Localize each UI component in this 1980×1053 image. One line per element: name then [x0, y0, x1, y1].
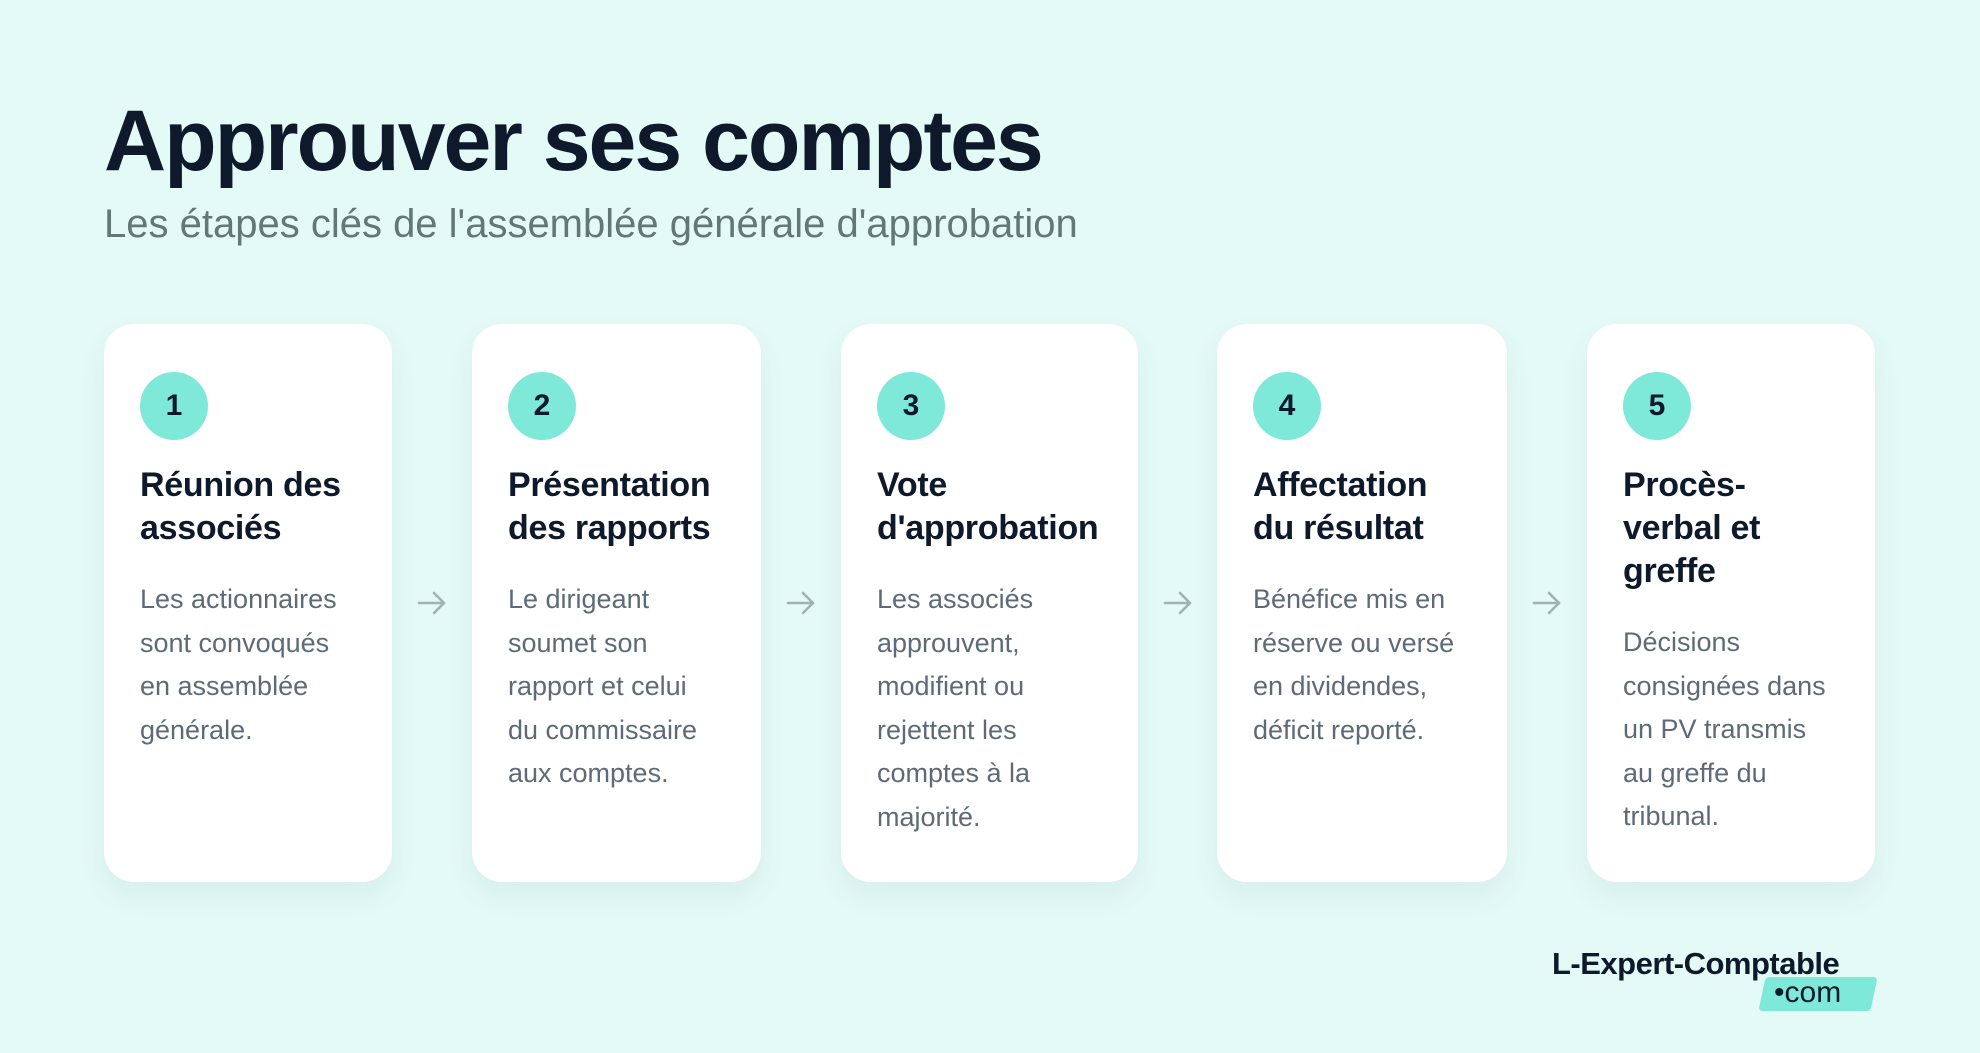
brand-logo: L-Expert-Comptable •com: [1552, 946, 1882, 1011]
arrow-right-icon: [392, 324, 472, 882]
step-description: Bénéfice mis en réserve ou versé en divi…: [1253, 578, 1473, 752]
step-card-4: 4 Affectation du résultat Bénéfice mis e…: [1217, 324, 1507, 882]
step-text-line: Bénéfice mis en: [1253, 584, 1446, 614]
step-text-line: tribunal.: [1623, 801, 1720, 831]
step-title: Présentation des rapports: [508, 464, 727, 550]
step-description: Les associés approuvent, modifient ou re…: [877, 578, 1104, 839]
step-title: Affectation du résultat: [1253, 464, 1473, 550]
step-description: Les actionnaires sont convoqués en assem…: [140, 578, 358, 752]
step-title: Réunion des associés: [140, 464, 358, 550]
step-text-line: approuvent,: [877, 627, 1020, 658]
page-title: Approuver ses comptes: [104, 93, 1044, 189]
logo-suffix: •com: [1774, 976, 1842, 1009]
step-number-badge: 2: [508, 372, 576, 440]
step-text-line: rejettent les: [877, 714, 1017, 745]
header: Approuver ses comptes Les étapes clés de…: [104, 93, 1078, 247]
step-text-line: Décisions: [1623, 627, 1741, 657]
step-title-line: Réunion des: [140, 466, 341, 504]
step-number-badge: 4: [1253, 372, 1321, 440]
step-card-5: 5 Procès- verbal et greffe Décisions con…: [1587, 324, 1875, 882]
step-text-line: réserve ou versé: [1253, 627, 1455, 658]
step-text-line: modifient ou: [877, 671, 1025, 701]
step-title-line: Vote: [877, 466, 947, 504]
step-card-3: 3 Vote d'approbation Les associés approu…: [841, 324, 1138, 882]
step-text-line: consignées dans: [1623, 670, 1826, 701]
step-title: Vote d'approbation: [877, 464, 1104, 550]
step-text-line: aux comptes.: [508, 758, 669, 788]
step-text-line: sont convoqués: [140, 627, 330, 658]
step-title-line: d'approbation: [877, 509, 1099, 547]
step-text-line: en dividendes,: [1253, 671, 1428, 701]
step-text-line: du commissaire: [508, 714, 698, 745]
step-title-line: Procès-: [1623, 466, 1746, 504]
step-number-badge: 1: [140, 372, 208, 440]
arrow-right-icon: [761, 324, 841, 882]
steps-row: 1 Réunion des associés Les actionnaires …: [104, 324, 1876, 882]
step-description: Le dirigeant soumet son rapport et celui…: [508, 578, 727, 796]
step-description: Décisions consignées dans un PV transmis…: [1623, 621, 1841, 839]
step-title-line: des rapports: [508, 509, 711, 547]
step-title-line: du résultat: [1253, 509, 1424, 547]
step-text-line: déficit reporté.: [1253, 714, 1425, 745]
step-card-2: 2 Présentation des rapports Le dirigeant…: [472, 324, 761, 882]
step-number-badge: 3: [877, 372, 945, 440]
step-text-line: soumet son: [508, 627, 648, 658]
step-text-line: générale.: [140, 714, 253, 745]
step-title-line: associés: [140, 509, 282, 547]
step-title-line: Affectation: [1253, 466, 1428, 504]
step-text-line: un PV transmis: [1623, 714, 1807, 744]
step-title-line: greffe: [1623, 552, 1716, 590]
page-subtitle: Les étapes clés de l'assemblée générale …: [104, 202, 1078, 247]
step-text-line: comptes à la: [877, 758, 1031, 788]
step-number-badge: 5: [1623, 372, 1691, 440]
step-text-line: rapport et celui: [508, 671, 687, 701]
step-text-line: Les associés: [877, 584, 1034, 614]
step-text-line: au greffe du: [1623, 757, 1767, 788]
step-text-line: Le dirigeant: [508, 584, 650, 614]
step-text-line: Les actionnaires: [140, 584, 337, 614]
step-card-1: 1 Réunion des associés Les actionnaires …: [104, 324, 392, 882]
step-title-line: Présentation: [508, 466, 711, 504]
step-title: Procès- verbal et greffe: [1623, 464, 1841, 593]
logo-wordmark: L-Expert-Comptable: [1552, 946, 1840, 981]
step-text-line: en assemblée: [140, 671, 309, 701]
step-text-line: majorité.: [877, 801, 981, 832]
arrow-right-icon: [1507, 324, 1587, 882]
step-title-line: verbal et: [1623, 509, 1761, 547]
arrow-right-icon: [1138, 324, 1217, 882]
